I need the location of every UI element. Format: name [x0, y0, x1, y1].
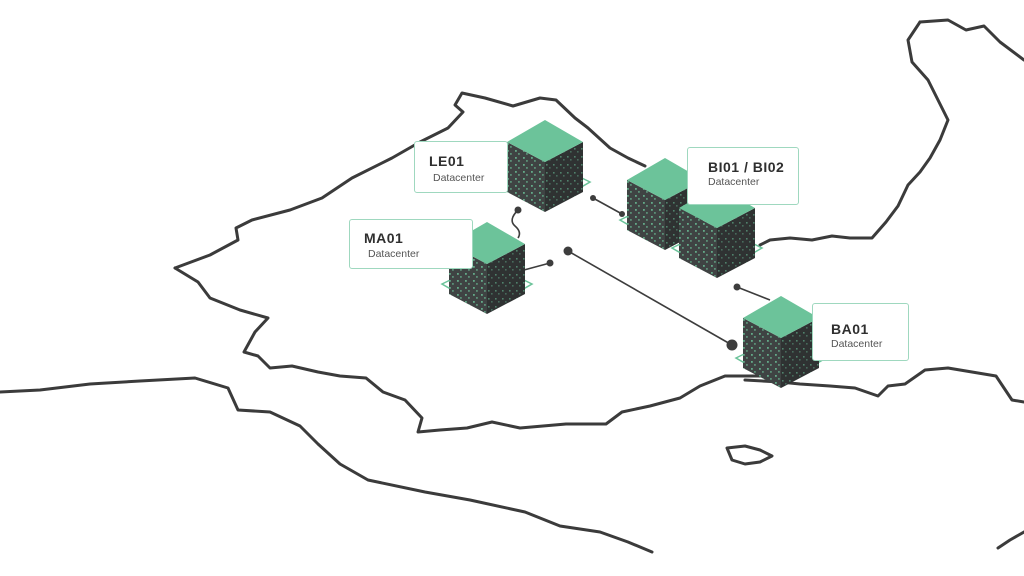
datacenter-type: Datacenter: [831, 338, 883, 350]
france-coastline: [918, 18, 1024, 62]
coastlines: [0, 18, 1024, 554]
label-bi01-bi02: BI01 / BI02 Datacenter: [687, 147, 799, 205]
datacenter-name: LE01: [429, 153, 465, 169]
datacenter-type: Datacenter: [368, 248, 420, 260]
datacenter-le01-icon[interactable]: [498, 120, 592, 212]
link-ma01-ba01: [567, 250, 733, 346]
north-africa-coastline: [0, 376, 654, 554]
link-node: [546, 259, 554, 267]
datacenter-name: BA01: [831, 321, 869, 337]
network-links: [511, 195, 771, 351]
island-coastline: [725, 444, 774, 466]
link-bi01-ba01: [736, 286, 771, 301]
datacenter-ba01-icon[interactable]: [734, 296, 828, 388]
label-ma01: MA01 Datacenter: [349, 219, 473, 269]
label-le01: LE01 Datacenter: [414, 141, 508, 193]
datacenter-type: Datacenter: [433, 172, 485, 184]
label-ba01: BA01 Datacenter: [812, 303, 909, 361]
datacenter-name: MA01: [364, 230, 404, 246]
datacenter-type: Datacenter: [708, 176, 760, 188]
link-ma01-node: [523, 262, 551, 271]
link-node: [619, 211, 625, 217]
france-bay-coastline: [758, 20, 950, 247]
link-node: [726, 339, 738, 351]
corner-coastline: [996, 530, 1024, 550]
datacenter-bi02-icon[interactable]: [670, 186, 764, 278]
link-le01-ma01: [511, 209, 521, 239]
link-node: [514, 206, 522, 214]
peninsula-south-east-coast: [743, 366, 1024, 404]
datacenter-name: BI01 / BI02: [708, 159, 785, 175]
link-node: [590, 195, 596, 201]
peninsula-west-coast: [173, 266, 762, 434]
link-node: [563, 246, 573, 256]
link-node: [733, 283, 741, 291]
link-le01-bi01: [592, 197, 623, 215]
peninsula-north-coast: [173, 91, 647, 270]
